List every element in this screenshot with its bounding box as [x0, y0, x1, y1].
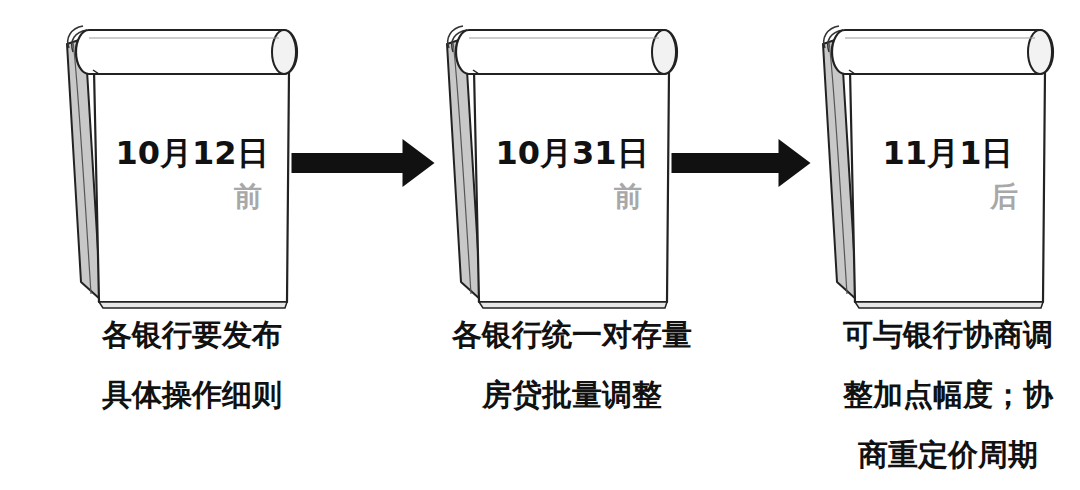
- caption-text: 各银行统一对存量房贷批量调整: [449, 305, 695, 425]
- flow-arrow: [672, 139, 811, 187]
- calendar-node: 11月1日后可与银行协商调整加点幅度；协商重定价周期: [851, 70, 1046, 300]
- calendar-drawing: [67, 26, 297, 308]
- calendar-drawing: [823, 26, 1053, 308]
- caption-text: 各银行要发布具体操作细则: [99, 305, 285, 425]
- date-text: 10月12日: [95, 134, 290, 172]
- calendar-drawing: [447, 26, 677, 308]
- caption-text: 可与银行协商调整加点幅度；协商重定价周期: [839, 305, 1058, 485]
- flow-arrow: [292, 139, 435, 187]
- timing-text: 后: [851, 180, 1046, 214]
- calendar-node: 10月31日前各银行统一对存量房贷批量调整: [475, 70, 670, 300]
- date-text: 10月31日: [475, 134, 670, 172]
- calendar-node: 10月12日前各银行要发布具体操作细则: [95, 70, 290, 300]
- timing-text: 前: [95, 180, 290, 214]
- timing-text: 前: [475, 180, 670, 214]
- date-text: 11月1日: [851, 134, 1046, 172]
